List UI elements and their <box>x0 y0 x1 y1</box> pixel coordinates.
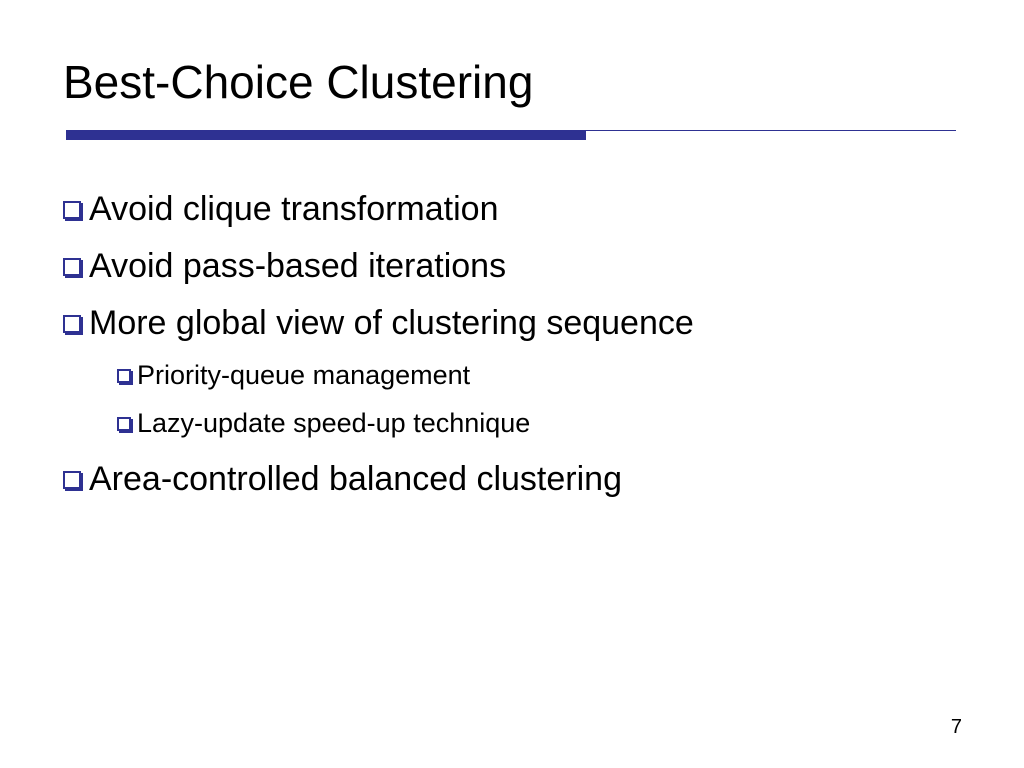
hollow-square-bullet-icon <box>63 314 81 333</box>
list-item: Area-controlled balanced clustering <box>63 460 622 499</box>
hollow-square-bullet-icon <box>117 416 131 431</box>
hollow-square-bullet-icon <box>63 200 81 219</box>
slide-title: Best-Choice Clustering <box>63 56 534 108</box>
sub-bullet-text: Priority-queue management <box>137 360 471 390</box>
list-item: More global view of clustering sequence <box>63 304 694 343</box>
page-number: 7 <box>950 716 962 738</box>
sub-list-item: Lazy-update speed-up technique <box>117 408 530 439</box>
bullet-text: Area-controlled balanced clustering <box>89 460 622 498</box>
list-item: Avoid clique transformation <box>63 190 498 229</box>
bullet-text: Avoid clique transformation <box>89 190 499 228</box>
bullet-text: Avoid pass-based iterations <box>89 247 507 285</box>
bullet-text: More global view of clustering sequence <box>89 304 694 342</box>
hollow-square-bullet-icon <box>63 470 81 489</box>
list-item: Avoid pass-based iterations <box>63 247 506 286</box>
sub-list-item: Priority-queue management <box>117 360 470 391</box>
title-underline-thick <box>66 130 586 140</box>
hollow-square-bullet-icon <box>63 257 81 276</box>
sub-bullet-text: Lazy-update speed-up technique <box>137 408 531 438</box>
hollow-square-bullet-icon <box>117 368 131 383</box>
title-underline-thin <box>586 130 956 131</box>
